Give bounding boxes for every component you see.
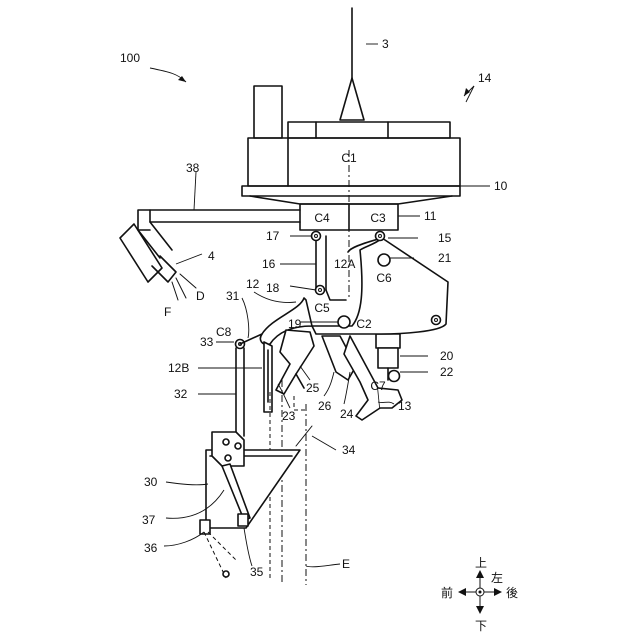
compass-down-label: 下 (475, 619, 487, 633)
pin-c7 (389, 371, 400, 382)
pin-c5 (316, 286, 325, 295)
reference-labels: 100 3 14 C1 10 38 C4 C3 11 15 17 4 16 12… (120, 37, 508, 579)
link-arm (316, 236, 326, 290)
pin-right (432, 316, 441, 325)
label-23: 23 (282, 409, 296, 423)
label-21: 21 (438, 251, 452, 265)
cable-assembly (340, 8, 364, 120)
label-c8: C8 (216, 325, 232, 339)
label-14: 14 (478, 71, 492, 85)
direction-compass: 上 下 前 後 左 (441, 556, 518, 633)
label-c1: C1 (341, 151, 357, 165)
label-24: 24 (340, 407, 354, 421)
label-f: F (164, 305, 171, 319)
label-15: 15 (438, 231, 452, 245)
drive-unit (242, 86, 460, 204)
compass-left-label: 左 (491, 570, 503, 585)
pin-c6 (378, 254, 390, 266)
label-16: 16 (262, 257, 276, 271)
compass-up-label: 上 (475, 556, 487, 570)
label-25: 25 (306, 381, 320, 395)
label-c7: C7 (370, 379, 386, 393)
label-100: 100 (120, 51, 140, 65)
pin-c2 (338, 316, 350, 328)
label-c6: C6 (376, 271, 392, 285)
label-4: 4 (208, 249, 215, 263)
label-34: 34 (342, 443, 356, 457)
label-18: 18 (266, 281, 280, 295)
label-10: 10 (494, 179, 508, 193)
label-c3: C3 (370, 211, 386, 225)
label-37: 37 (142, 513, 156, 527)
pin-c4 (312, 232, 321, 241)
label-31: 31 (226, 289, 240, 303)
compass-rear-label: 後 (506, 586, 518, 600)
label-12b: 12B (168, 361, 189, 375)
arrow-14-shaft (466, 86, 474, 102)
label-35: 35 (250, 565, 264, 579)
label-c5: C5 (314, 301, 330, 315)
label-d: D (196, 289, 205, 303)
label-12a: 12A (334, 257, 355, 271)
label-36: 36 (144, 541, 158, 555)
label-11: 11 (424, 209, 437, 223)
label-c2: C2 (356, 317, 372, 331)
support-rod (236, 334, 262, 436)
claw-left (264, 342, 272, 412)
label-3: 3 (382, 37, 389, 51)
label-20: 20 (440, 349, 454, 363)
label-32: 32 (174, 387, 188, 401)
label-38: 38 (186, 161, 200, 175)
label-17: 17 (266, 229, 280, 243)
label-26: 26 (318, 399, 332, 413)
container (200, 426, 312, 578)
compass-front-label: 前 (441, 585, 453, 600)
label-30: 30 (144, 475, 158, 489)
label-c4: C4 (314, 211, 330, 225)
pin-c3 (376, 232, 385, 241)
label-19: 19 (288, 317, 302, 331)
label-12: 12 (246, 277, 260, 291)
label-33: 33 (200, 335, 214, 349)
label-e: E (342, 557, 350, 571)
label-13: 13 (398, 399, 412, 413)
label-22: 22 (440, 365, 454, 379)
